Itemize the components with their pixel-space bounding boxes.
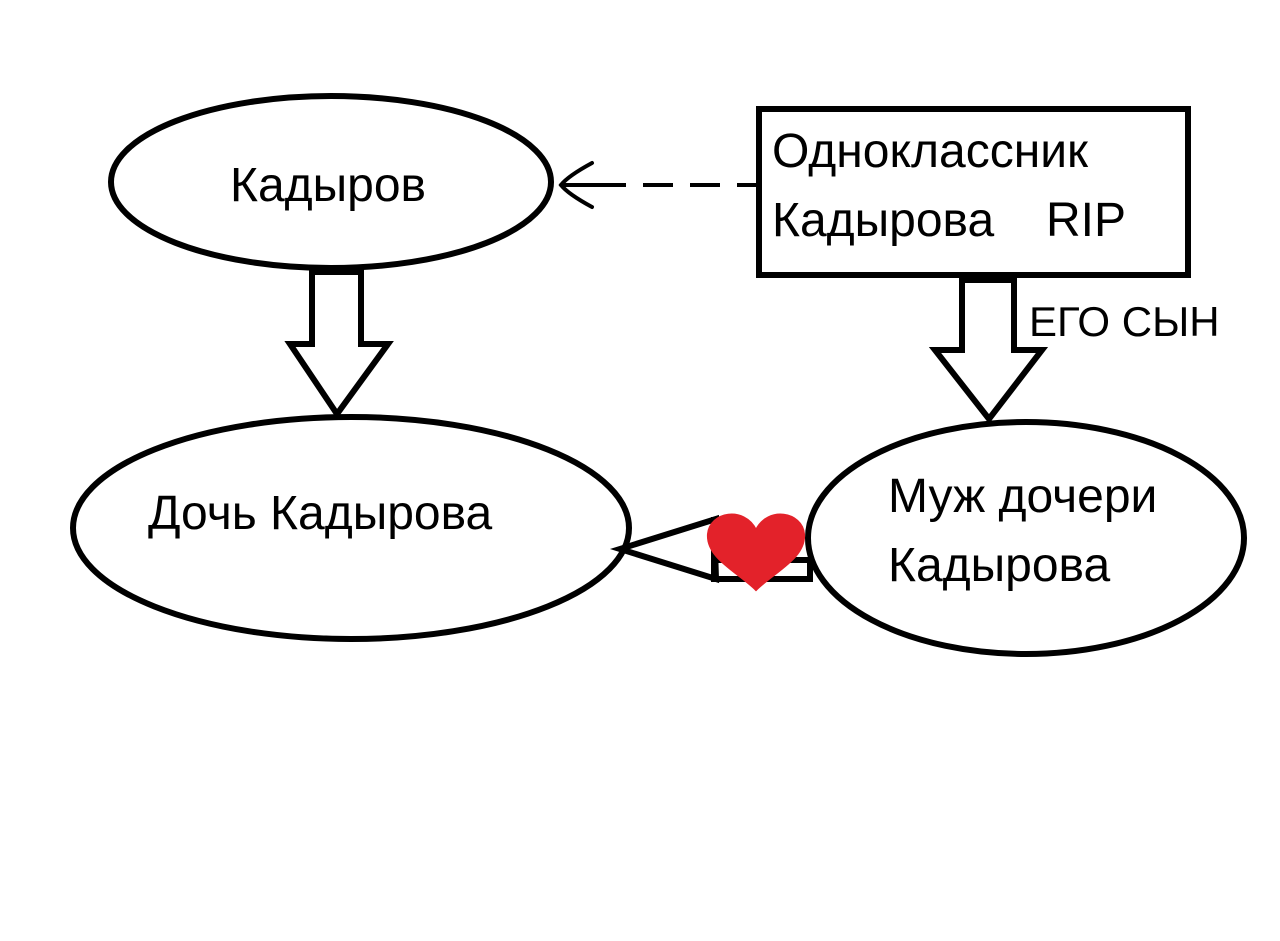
node-kadyrov: Кадыров (108, 93, 554, 271)
node-classmate: Одноклассник Кадырова RIP (756, 106, 1191, 278)
rip-label: RIP (1046, 194, 1126, 247)
edge-kadyrov-to-daughter (284, 269, 394, 420)
edge-classmate-to-kadyrov (558, 161, 758, 209)
node-classmate-line2: Кадырова (772, 194, 995, 247)
edge-label-his-son: ЕГО СЫН (1029, 298, 1220, 345)
node-husband: Муж дочери Кадырова (805, 419, 1247, 657)
open-arrowhead-icon (558, 161, 602, 209)
node-kadyrov-label: Кадыров (230, 159, 426, 212)
node-daughter-label: Дочь Кадырова (148, 487, 493, 540)
block-arrow-down-icon (284, 269, 394, 420)
heart-icon (706, 513, 806, 592)
node-daughter: Дочь Кадырова (70, 414, 632, 642)
node-husband-line2: Кадырова (888, 539, 1111, 592)
node-husband-line1: Муж дочери (888, 470, 1157, 523)
block-arrow-down-icon (928, 277, 1049, 424)
node-classmate-line1: Одноклассник (772, 125, 1089, 178)
edge-classmate-to-husband: ЕГО СЫН (928, 277, 1220, 424)
